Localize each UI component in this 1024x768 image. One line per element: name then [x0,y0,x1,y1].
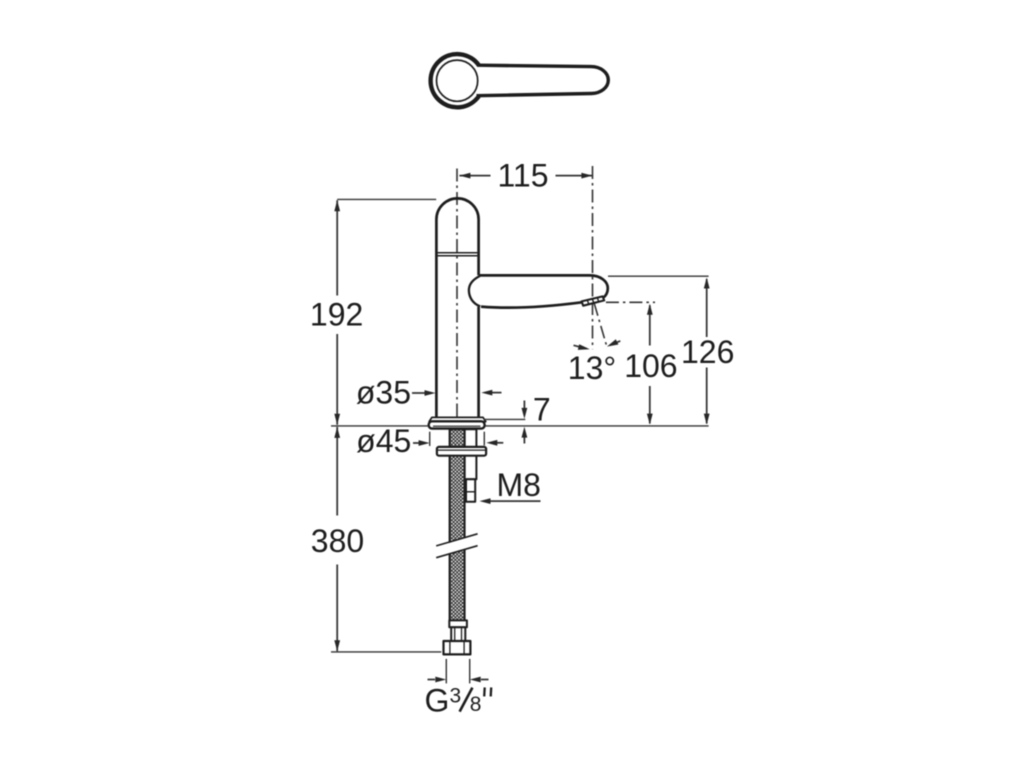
svg-text:192: 192 [310,297,363,333]
svg-text:G: G [425,683,450,719]
svg-text:3: 3 [450,685,462,708]
svg-text:M8: M8 [497,467,541,503]
svg-text:8: 8 [470,693,482,716]
svg-text:ø35: ø35 [356,374,411,410]
svg-text:126: 126 [681,334,734,370]
svg-text:ø45: ø45 [356,423,411,459]
svg-text:7: 7 [533,391,551,427]
svg-text:380: 380 [311,523,364,559]
svg-text:13°: 13° [568,350,616,386]
svg-text:115: 115 [497,158,548,194]
svg-text:106: 106 [624,348,677,384]
